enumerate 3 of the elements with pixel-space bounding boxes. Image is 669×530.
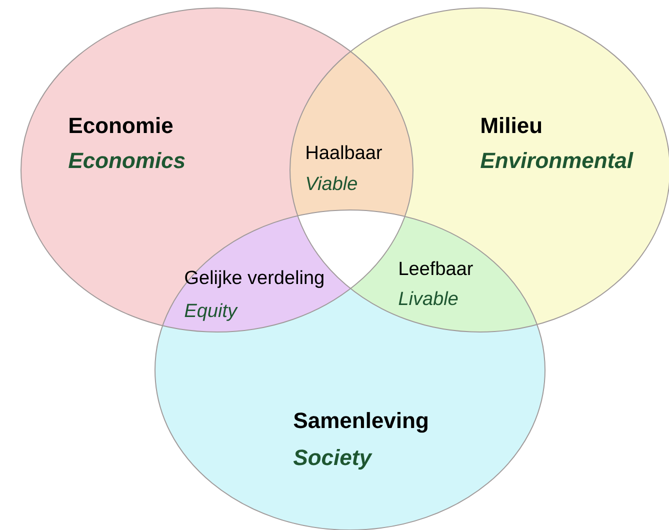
overlap-label: Haalbaar: [306, 145, 382, 160]
overlap-label: Equity: [184, 303, 238, 321]
overlap-label: Viable: [306, 176, 357, 190]
